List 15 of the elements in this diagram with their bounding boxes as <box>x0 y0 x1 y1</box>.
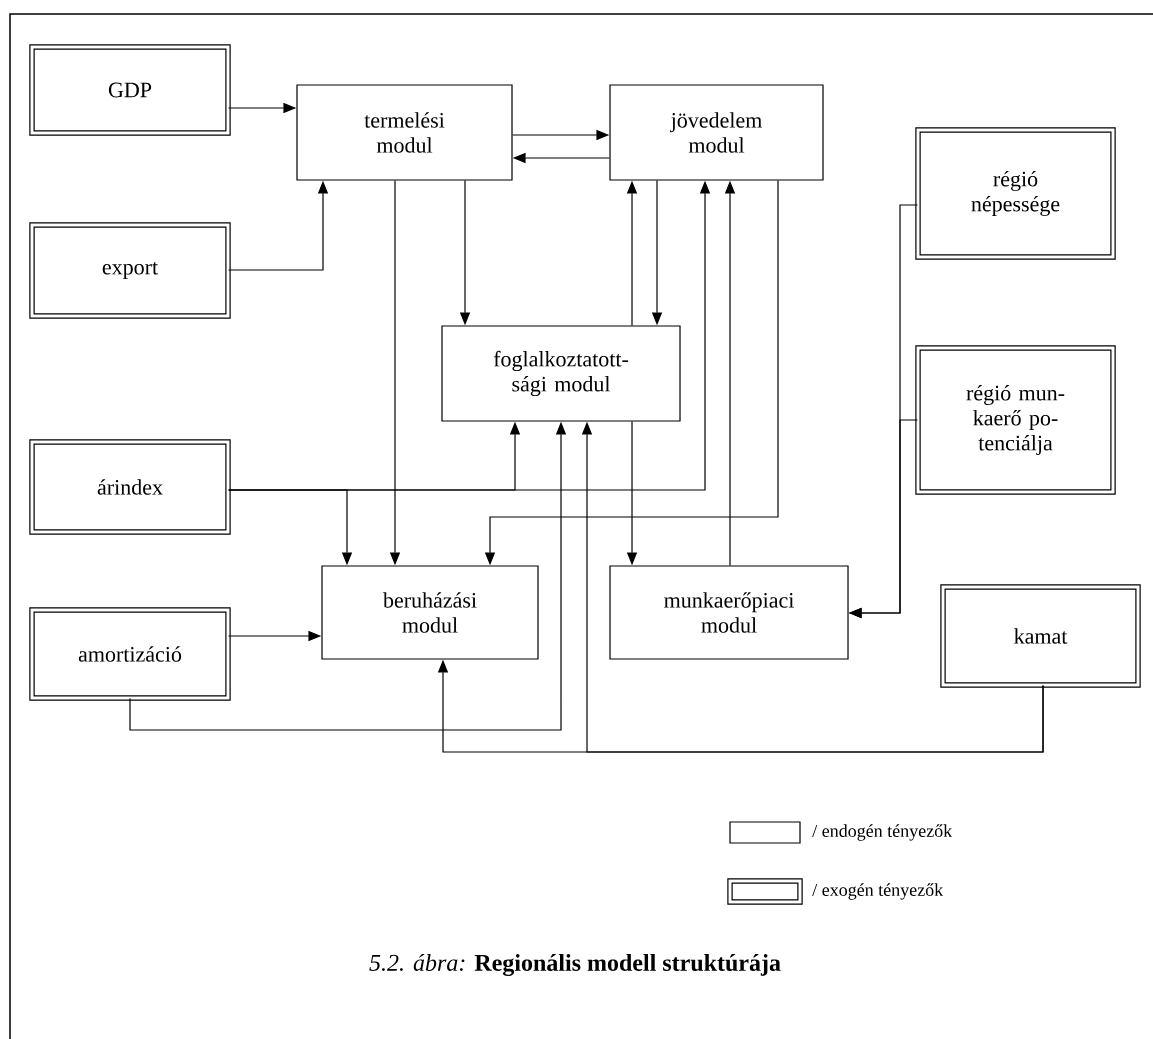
exogenous-box: amortizáció <box>29 607 231 701</box>
module-box: munkaerőpiaci modul <box>609 565 849 660</box>
exogenous-box: árindex <box>29 439 231 535</box>
exogenous-box: GDP <box>29 44 231 136</box>
module-box: foglalkoztatott-sági modul <box>441 325 681 422</box>
caption: 5.2. ábra: Regionális modell struktúrája <box>369 954 781 976</box>
legend-text: / endogén tényezők <box>812 824 953 841</box>
module-box: termelési modul <box>296 84 513 181</box>
exogenous-box: régió mun-kaerő po-tenciálja <box>915 345 1116 495</box>
exogenous-box: export <box>29 222 231 319</box>
module-box: beruházási modul <box>321 565 539 660</box>
legend-text: / exogén tényezők <box>812 883 944 900</box>
module-box: jövedelem modul <box>609 84 824 181</box>
exogenous-box: régió népessége <box>915 127 1116 260</box>
exogenous-box: kamat <box>940 584 1141 688</box>
